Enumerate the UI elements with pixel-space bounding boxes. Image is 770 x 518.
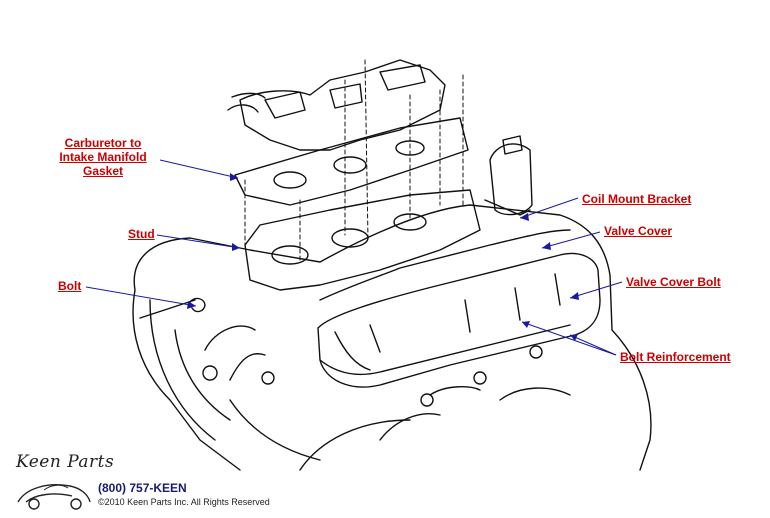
manifold-gasket	[234, 117, 469, 206]
leader-coil	[519, 197, 579, 219]
bolt-shape	[139, 297, 206, 319]
engine-line-art	[132, 59, 652, 471]
ignition-coil	[489, 143, 533, 216]
leader-vcbolt	[569, 281, 623, 299]
leader-reinf	[521, 321, 617, 356]
logo-text: Keen Parts	[16, 452, 115, 472]
callout-carburetor-line2: Intake Manifold	[59, 150, 147, 164]
callout-carburetor-line1: Carburetor to	[64, 136, 142, 150]
callout-coil-mount-bracket[interactable]: Coil Mount Bracket	[582, 192, 692, 206]
leader-reinf-2	[569, 334, 617, 356]
carburetor-body	[239, 59, 446, 151]
intake-manifold	[244, 189, 481, 291]
engine-block-outline	[132, 204, 652, 471]
valve-cover-shape	[317, 252, 601, 388]
phone-number[interactable]: (800) 757-KEEN	[98, 481, 187, 495]
leader-arrowheads	[187, 173, 579, 341]
callout-valve-cover-bolt[interactable]: Valve Cover Bolt	[626, 275, 721, 289]
keen-parts-logo-icon	[17, 484, 91, 510]
copyright-text: ©2010 Keen Parts Inc. All Rights Reserve…	[98, 497, 270, 507]
callout-carburetor-line3: Gasket	[82, 164, 124, 178]
leader-lines	[85, 159, 623, 356]
leader-stud	[156, 234, 241, 249]
callout-carburetor-gasket[interactable]: Carburetor to Intake Manifold Gasket	[48, 136, 158, 178]
callout-bolt-reinforcement[interactable]: Bolt Reinforcement	[620, 350, 731, 364]
leader-carb	[159, 159, 239, 179]
callout-valve-cover[interactable]: Valve Cover	[604, 224, 673, 238]
leader-valve	[541, 231, 601, 249]
callout-stud[interactable]: Stud	[128, 227, 155, 241]
leader-bolt	[85, 286, 197, 307]
callout-bolt[interactable]: Bolt	[58, 279, 82, 293]
